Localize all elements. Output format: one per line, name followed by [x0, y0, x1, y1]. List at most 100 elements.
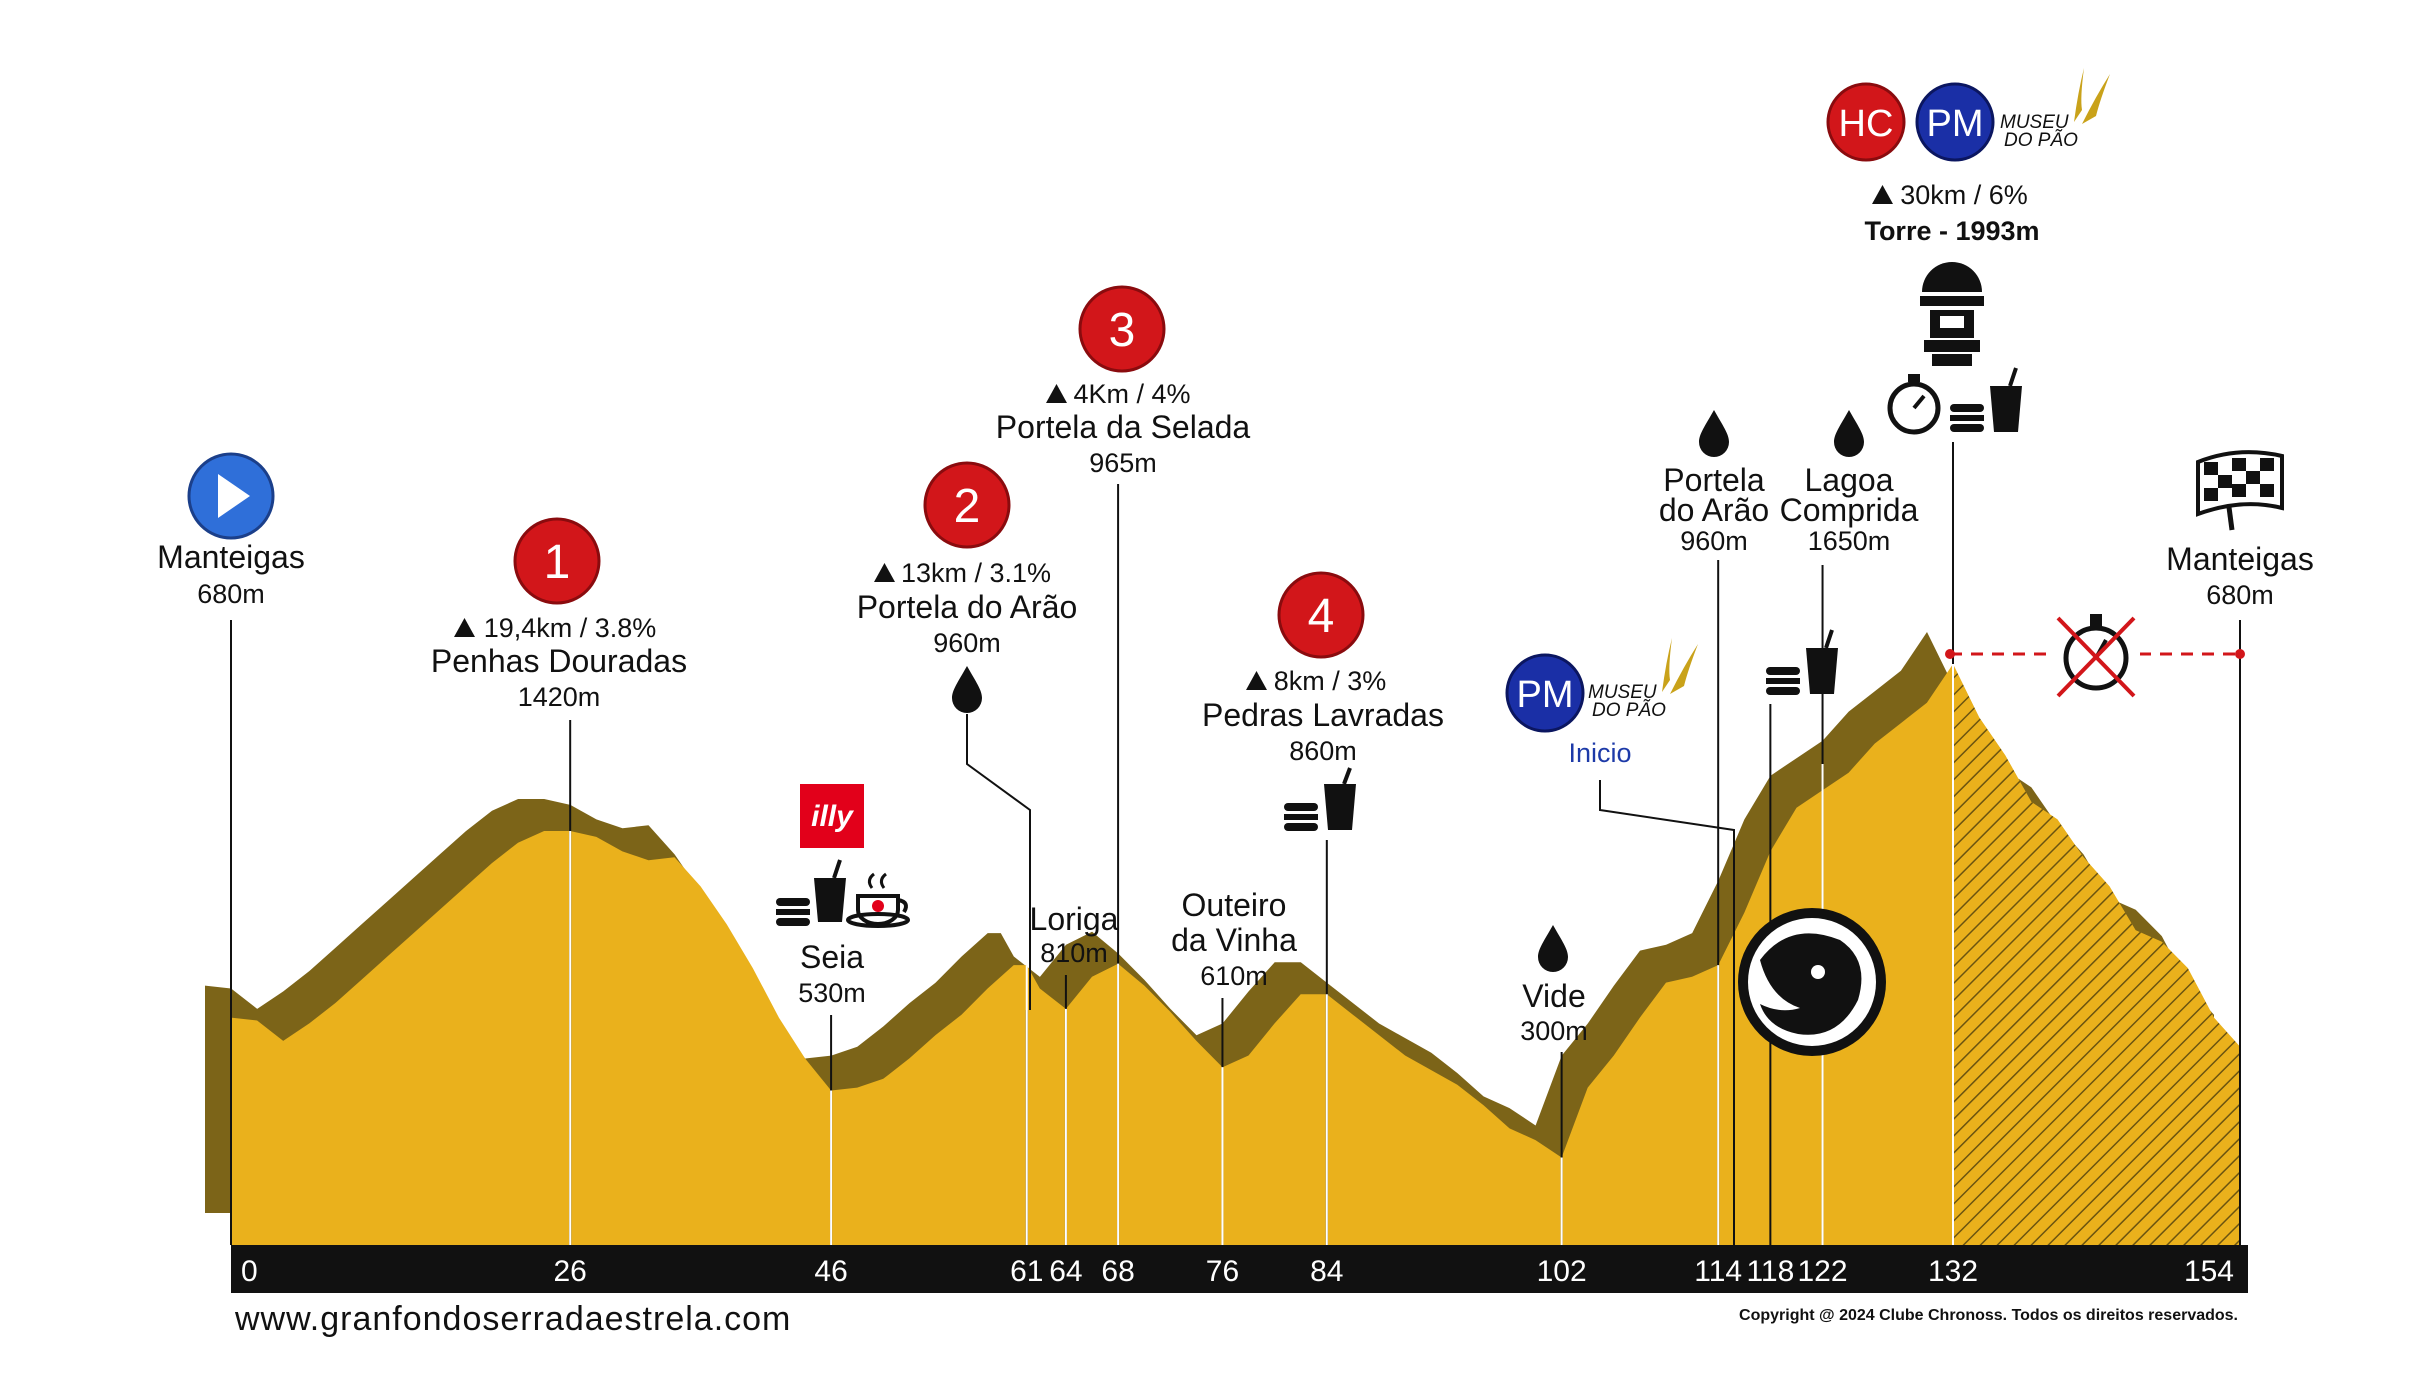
climb-4-name: Pedras Lavradas: [1202, 697, 1444, 733]
vide-point: Vide 300m: [1520, 925, 1588, 1046]
drink-icon: [1324, 784, 1356, 830]
pm-badge-text: PM: [1517, 674, 1574, 716]
food-icon: [776, 898, 810, 926]
pm-badge: [1915, 82, 1995, 162]
pm-badge-text: PM: [1927, 103, 1984, 145]
website-link[interactable]: www.granfondoserradaestrela.com: [234, 1300, 791, 1338]
climb-triangle-icon: [1872, 185, 1893, 204]
outeiro-name-line1: Outeiro: [1182, 887, 1287, 923]
finish-name: Manteigas: [2166, 541, 2314, 577]
tick-label-km-68: 68: [1101, 1255, 1134, 1288]
pm-inicio-marker: PM MUSEU DO PÃO Inicio: [1505, 638, 1735, 1245]
start-name: Manteigas: [157, 539, 305, 575]
terrain-area: [231, 664, 2240, 1245]
climb-2-portela-do-arao: 2 13km / 3.1% Portela do Arão 960m: [857, 461, 1078, 1010]
coffee-cup-icon: [846, 872, 910, 928]
climb-1-name: Penhas Douradas: [431, 643, 687, 679]
museu-do-pao-logo: MUSEU DO PÃO: [1588, 638, 1698, 721]
hc-badge: [1826, 82, 1906, 162]
tick-label-km-76: 76: [1206, 1255, 1239, 1288]
tick-label-km-46: 46: [814, 1255, 847, 1288]
climb-triangle-icon: [1246, 671, 1267, 690]
loriga-altitude: 810m: [1040, 938, 1108, 968]
outeiro-name-line2: da Vinha: [1171, 922, 1297, 958]
torre-name: Torre - 1993m: [1864, 216, 2039, 246]
climb-2-stats: 13km / 3.1%: [901, 558, 1051, 588]
checkered-flag-icon: [2196, 450, 2284, 531]
tick-label-km-0: 0: [241, 1255, 258, 1288]
torre-tower-icon: [1920, 262, 1984, 366]
climb-triangle-icon: [874, 563, 895, 582]
tick-label-km-61: 61: [1010, 1255, 1043, 1288]
outeiro-altitude: 610m: [1200, 961, 1268, 991]
vide-name: Vide: [1522, 978, 1585, 1014]
mascot-emblem: [1738, 908, 1886, 1056]
lagoa-comprida-point: Lagoa Comprida 1650m: [1766, 410, 1919, 695]
climb-4-altitude: 860m: [1289, 736, 1357, 766]
museu-logo-line1: MUSEU: [2000, 112, 2069, 133]
outeiro-da-vinha-point: Outeiro da Vinha 610m: [1171, 887, 1297, 991]
tick-label-km-114: 114: [1694, 1255, 1742, 1288]
lagoa-name-line1: Lagoa: [1805, 462, 1894, 498]
tick-label-km-154: 154: [2184, 1255, 2234, 1288]
torre-summit: HC PM MUSEU DO PÃO 30km / 6% Torre - 199…: [1826, 68, 2110, 435]
portela2-altitude: 960m: [1680, 526, 1748, 556]
climb-1-penhas-douradas: 1 19,4km / 3.8% Penhas Douradas 1420m: [431, 517, 687, 712]
tick-label-km-122: 122: [1798, 1255, 1848, 1288]
museu-logo-line2: DO PÃO: [2004, 129, 2078, 151]
portela2-name-line2: do Arão: [1659, 492, 1769, 528]
water-drop-icon: [952, 666, 982, 713]
water-leader-line: [966, 714, 1031, 1010]
climb-4-pedras-lavradas: 4 8km / 3% Pedras Lavradas 860m: [1202, 571, 1444, 831]
climb-3-stats: 4Km / 4%: [1073, 379, 1190, 409]
seia-altitude: 530m: [798, 978, 866, 1008]
drink-icon: [814, 878, 846, 922]
distance-axis-bar: [231, 1245, 2248, 1293]
pm-badge: [1505, 653, 1585, 733]
start-altitude: 680m: [197, 579, 265, 609]
category-2-badge: [923, 461, 1011, 549]
water-drop-icon: [1699, 410, 1729, 457]
climb-2-altitude: 960m: [933, 628, 1001, 658]
climb-3-portela-da-selada: 3 4Km / 4% Portela da Selada 965m: [996, 285, 1251, 478]
category-4-number: 4: [1308, 590, 1335, 643]
start-marker: Manteigas 680m: [157, 452, 305, 609]
category-1-badge: [513, 517, 601, 605]
pm-inicio-label: Inicio: [1568, 738, 1631, 768]
climb-2-name: Portela do Arão: [857, 589, 1078, 625]
water-drop-icon: [1538, 925, 1568, 972]
illy-logo-text: illy: [811, 800, 854, 833]
loriga-name: Loriga: [1030, 901, 1119, 937]
seia-feed-zone: illy Seia 530m: [776, 784, 910, 1008]
lagoa-altitude: 1650m: [1808, 526, 1891, 556]
climb-1-stats: 19,4km / 3.8%: [484, 613, 657, 643]
tick-label-km-64: 64: [1049, 1255, 1082, 1288]
climb-1-altitude: 1420m: [518, 682, 601, 712]
tick-label-km-118: 118: [1746, 1255, 1794, 1288]
museu-logo-line2: DO PÃO: [1592, 699, 1666, 721]
water-drop-icon: [1834, 410, 1864, 457]
drink-icon: [1806, 648, 1838, 694]
food-icon: [1766, 667, 1800, 695]
category-4-badge: [1277, 571, 1365, 659]
tick-label-km-26: 26: [553, 1255, 586, 1288]
play-triangle-icon: [218, 474, 250, 518]
lagoa-name-line2: Comprida: [1780, 492, 1919, 528]
food-icon: [1284, 803, 1318, 831]
finish-marker: Manteigas 680m: [2166, 450, 2314, 610]
tick-label-km-84: 84: [1310, 1255, 1343, 1288]
climb-4-stats: 8km / 3%: [1274, 666, 1387, 696]
torre-climb-stats: 30km / 6%: [1900, 180, 2028, 210]
category-2-number: 2: [954, 480, 981, 533]
climb-triangle-icon: [1046, 384, 1067, 403]
category-3-number: 3: [1109, 304, 1136, 357]
category-3-badge: [1078, 285, 1166, 373]
vide-altitude: 300m: [1520, 1016, 1588, 1046]
tick-label-km-132: 132: [1928, 1255, 1978, 1288]
climb-3-name: Portela da Selada: [996, 409, 1251, 445]
untimed-descent-marker: [1945, 614, 2245, 698]
climb-3-altitude: 965m: [1089, 448, 1157, 478]
timed-descent-hatch: [1953, 664, 2240, 1245]
portela-do-arao-water: Portela do Arão 960m: [1659, 410, 1769, 556]
no-timing-icon: [2056, 614, 2136, 698]
